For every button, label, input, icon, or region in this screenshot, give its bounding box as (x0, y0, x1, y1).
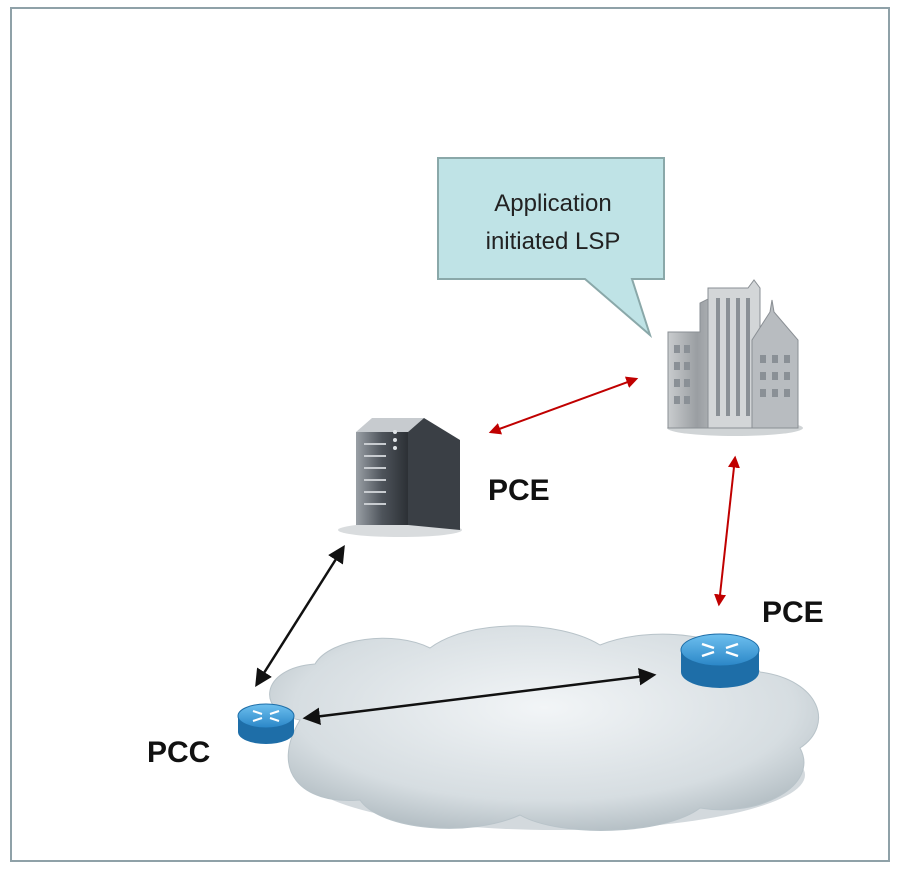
server-icon (338, 418, 462, 537)
arrow-pce-pcc (255, 545, 345, 687)
callout-bubble: Application initiated LSP (437, 157, 665, 339)
pce-router-label: PCE (762, 596, 824, 629)
arrow-pcc-router (302, 668, 657, 725)
pce-server-label: PCE (488, 474, 550, 507)
pcc-router-label: PCC (147, 736, 210, 769)
arrow-building-router (714, 455, 740, 607)
callout-line-2: initiated LSP (486, 228, 621, 255)
router-icon (237, 703, 295, 744)
building-icon (667, 279, 803, 436)
arrow-pce-building (488, 376, 639, 435)
callout-line-1: Application (494, 190, 611, 217)
router-icon (680, 633, 760, 688)
